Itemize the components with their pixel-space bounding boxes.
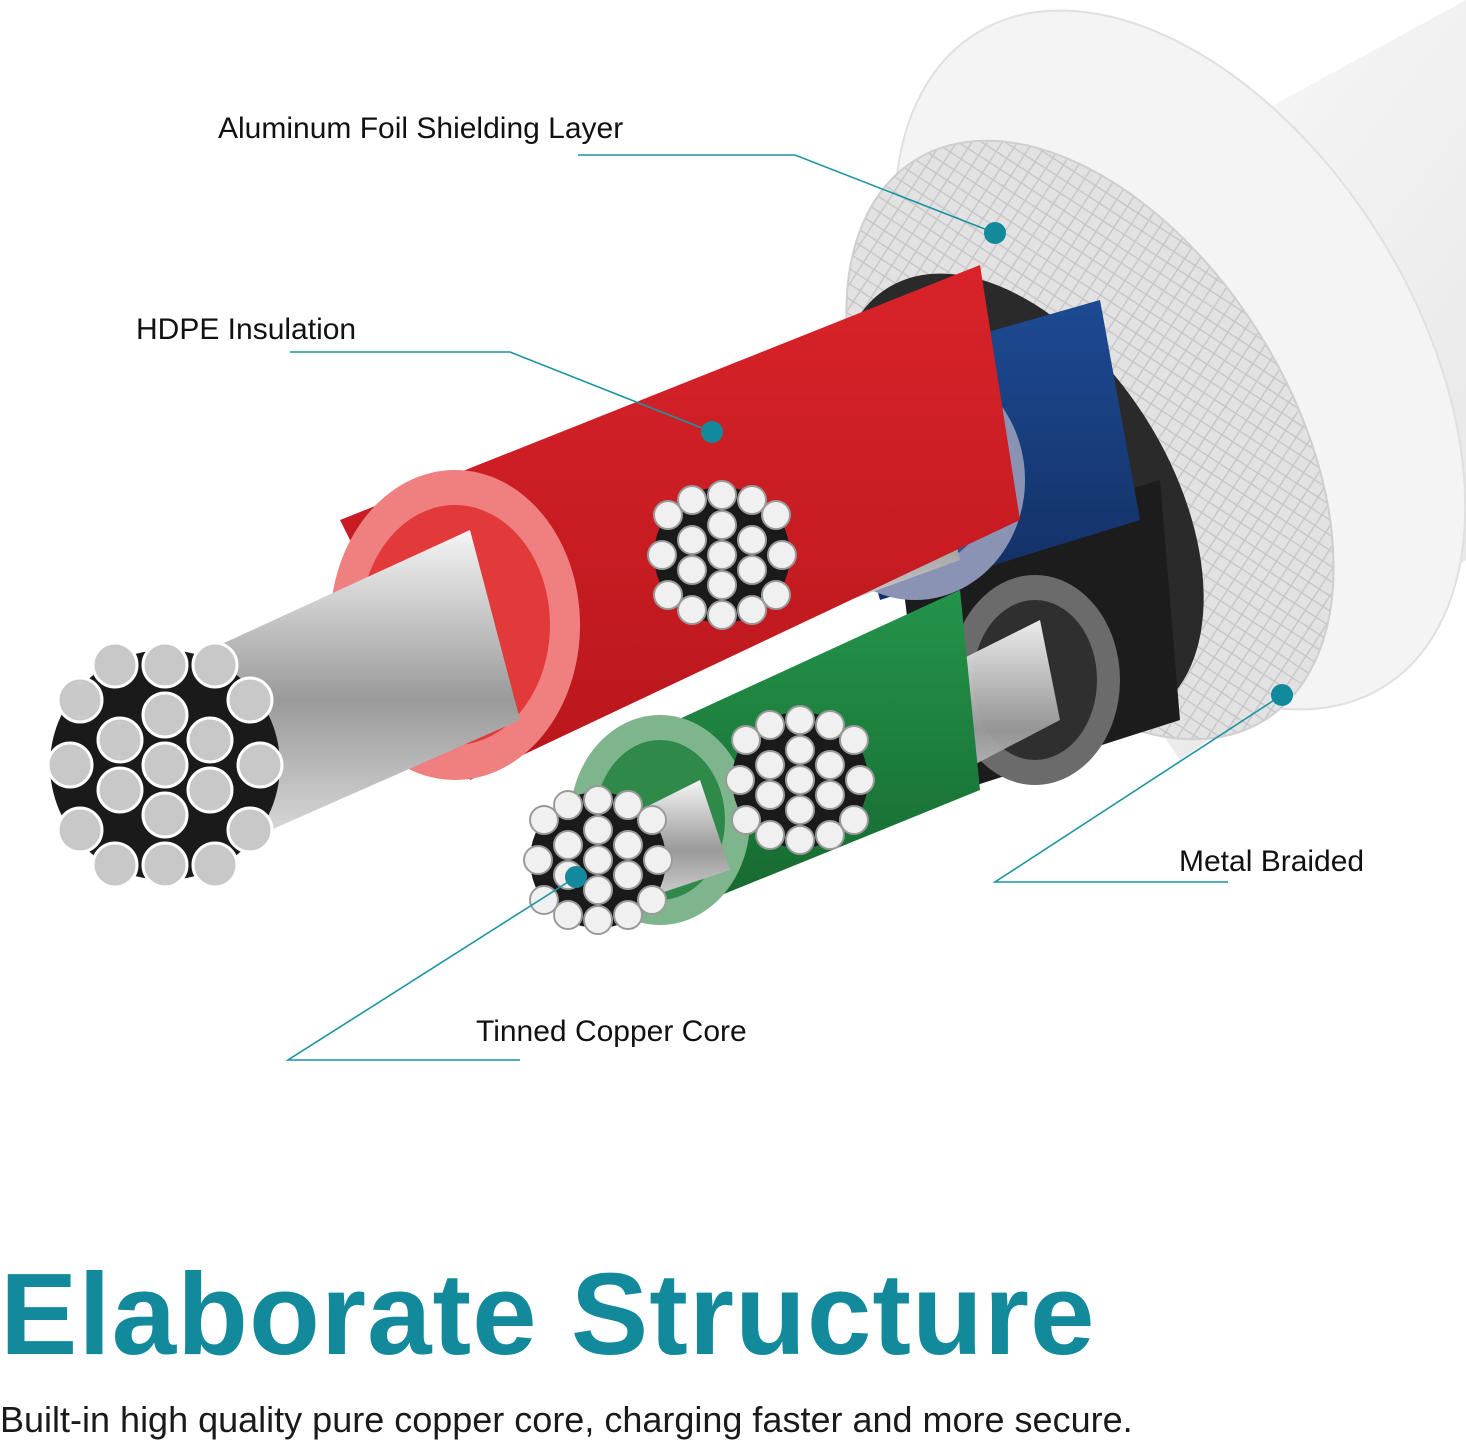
label-tinned-copper-core: Tinned Copper Core bbox=[476, 1015, 747, 1048]
callout-dot-icon bbox=[1271, 684, 1293, 706]
callout-line-braid bbox=[992, 694, 1283, 883]
label-hdpe-insulation: HDPE Insulation bbox=[136, 313, 357, 346]
label-aluminum-foil: Aluminum Foil Shielding Layer bbox=[218, 112, 624, 145]
callout-lines bbox=[285, 154, 1283, 1061]
core-strands-green bbox=[523, 785, 673, 935]
subline: Built-in high quality pure copper core, … bbox=[0, 1399, 1133, 1440]
label-metal-braided: Metal Braided bbox=[1179, 845, 1365, 878]
callout-dot-icon bbox=[984, 222, 1006, 244]
callout-dots bbox=[565, 222, 1293, 888]
callout-line-foil bbox=[578, 154, 996, 234]
callout-line-core bbox=[285, 876, 577, 1061]
headline: Elaborate Structure bbox=[0, 1249, 1096, 1379]
core-strands-blue bbox=[647, 480, 797, 630]
callout-line-hdpe bbox=[290, 351, 713, 433]
cable-structure-diagram bbox=[46, 0, 1466, 1061]
callout-dot-icon bbox=[701, 421, 723, 443]
core-strands-red bbox=[46, 641, 284, 889]
core-strands-black bbox=[725, 705, 875, 855]
callout-dot-icon bbox=[565, 866, 587, 888]
